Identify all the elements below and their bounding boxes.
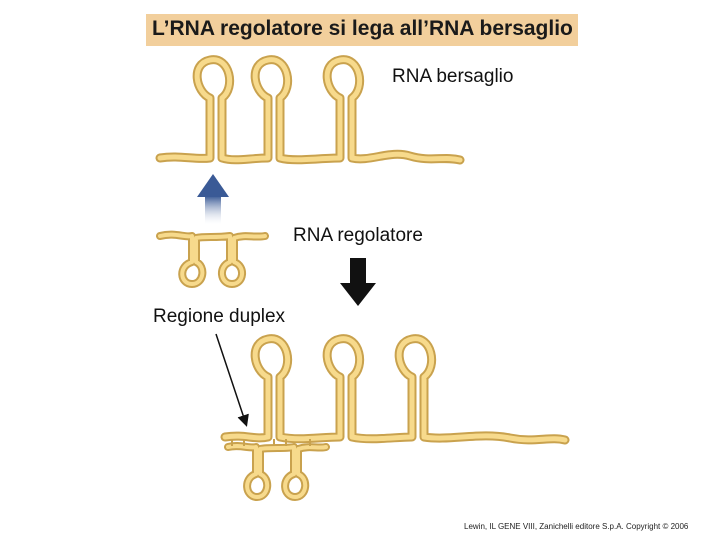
up-arrow-icon — [197, 174, 229, 224]
diagram-title: L’RNA regolatore si lega all’RNA bersagl… — [152, 17, 573, 40]
target-rna-bottom — [220, 334, 570, 445]
regulator-rna-label: RNA regolatore — [293, 225, 423, 246]
bound-regulator-rna — [224, 439, 330, 501]
target-rna-label: RNA bersaglio — [392, 66, 514, 87]
regulator-rna — [156, 230, 269, 288]
copyright-footer: Lewin, IL GENE VIII, Zanichelli editore … — [464, 522, 689, 531]
target-rna-top — [155, 55, 465, 165]
title-banner: L’RNA regolatore si lega all’RNA bersagl… — [146, 14, 578, 46]
down-arrow-icon — [340, 258, 376, 306]
pointer-arrow-icon — [215, 333, 249, 427]
duplex-region-label: Regione duplex — [153, 306, 286, 327]
